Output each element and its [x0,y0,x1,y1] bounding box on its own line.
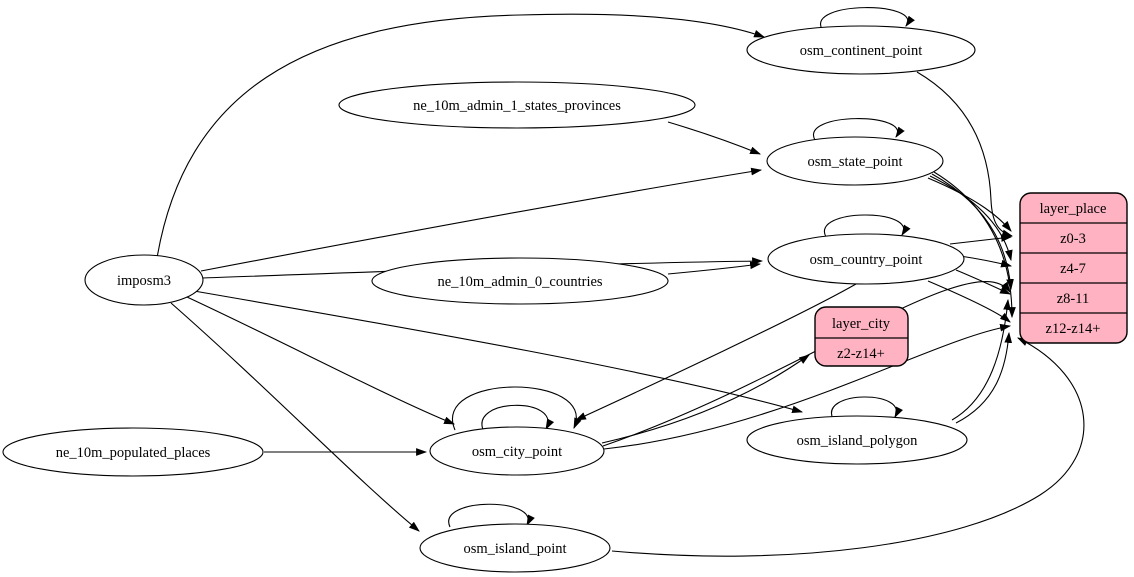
node-ne_10m_admin_0_countries-label: ne_10m_admin_0_countries [437,274,602,290]
edge-imposm3-osm_island_point [170,302,420,532]
edge-imposm3-osm_island_polygon [193,290,804,414]
node-osm_continent_point: osm_continent_point [746,25,976,75]
selfloop-osm_city_point-inner [481,404,555,433]
edge-osm_state_point-layer_place-z0-3 [927,177,1012,232]
edges-layer [156,7,1085,557]
edge-osm_island_point-layer_place-z12-z14 [611,337,1085,557]
selfloop-osm_city_point-outer [452,386,582,431]
edge-osm_state_point-layer_place-z4-7 [929,175,1013,262]
node-ne_10m_admin_0_countries: ne_10m_admin_0_countries [371,257,669,305]
selfloop-osm_island_polygon [830,396,903,420]
edge-imposm3-osm_continent_point [156,13,766,259]
edge-osm_country_point-osm_city_point [575,283,857,421]
edge-imposm3-osm_city_point [186,296,456,425]
node-osm_country_point: osm_country_point [767,233,965,285]
edge-osm_state_point-layer_place-z8-11 [931,173,1014,291]
record-layer_city: layer_city z2-z14+ [814,306,909,367]
node-ne_10m_admin_1_states_provinces: ne_10m_admin_1_states_provinces [338,81,696,129]
edge-osm_city_point-layer_place-z12-z14 [603,323,1012,450]
node-imposm3: imposm3 [84,254,204,306]
record-layer_city-row-z2-z14: z2-z14+ [837,346,885,362]
node-osm_continent_point-label: osm_continent_point [800,43,922,59]
edge-ne_10m_admin_1_states_provinces-osm_state_point [667,121,762,155]
node-ne_10m_populated_places-label: ne_10m_populated_places [56,445,211,461]
node-osm_island_polygon: osm_island_polygon [746,415,968,465]
edge-osm_country_point-layer_place-z0-3 [949,234,1013,245]
selfloop-osm_state_point [812,118,905,141]
record-layer_place: layer_place z0-3 z4-7 z8-11 z12-z14+ [1019,192,1128,344]
node-imposm3-label: imposm3 [117,273,171,289]
record-layer_place-title: layer_place [1040,201,1107,217]
node-osm_country_point-label: osm_country_point [810,252,923,268]
record-layer_place-row-z0-3: z0-3 [1060,231,1086,247]
edge-osm_country_point-layer_place-z4-7 [959,255,1013,268]
record-layer_place-row-z8-11: z8-11 [1057,291,1089,307]
edge-ne_10m_admin_0_countries-osm_country_point [667,261,762,275]
selfloop-osm_island_point [448,503,535,528]
edge-osm_island_polygon-layer_place-z12-z14 [955,331,1013,424]
record-layer_place-row-z12-z14: z12-z14+ [1046,321,1101,337]
node-osm_city_point-label: osm_city_point [472,444,562,460]
node-ne_10m_admin_1_states_provinces-label: ne_10m_admin_1_states_provinces [413,98,621,114]
node-osm_state_point-label: osm_state_point [807,154,902,170]
selfloop-osm_continent_point [819,7,915,30]
nodes-layer: imposm3 ne_10m_admin_1_states_provinces … [2,25,976,573]
node-osm_island_point-label: osm_island_point [463,541,566,557]
node-osm_state_point: osm_state_point [766,136,944,186]
edge-osm_continent_point-layer_place-z0-3 [916,71,1014,237]
node-osm_island_point: osm_island_point [419,523,611,573]
record-layer_place-row-z4-7: z4-7 [1060,261,1086,277]
edge-osm_island_polygon-layer_place-z8-11 [951,298,1011,421]
selfloop-osm_country_point [823,214,911,238]
record-layer_city-title: layer_city [832,316,891,332]
node-ne_10m_populated_places: ne_10m_populated_places [2,427,264,477]
node-osm_city_point: osm_city_point [429,426,605,476]
edge-osm_state_point-layer_place-z12-z14 [933,171,1016,319]
edge-osm_country_point-layer_place-z12-z14 [927,280,1011,323]
node-osm_island_polygon-label: osm_island_polygon [797,433,919,449]
edge-imposm3-osm_state_point [200,167,763,272]
